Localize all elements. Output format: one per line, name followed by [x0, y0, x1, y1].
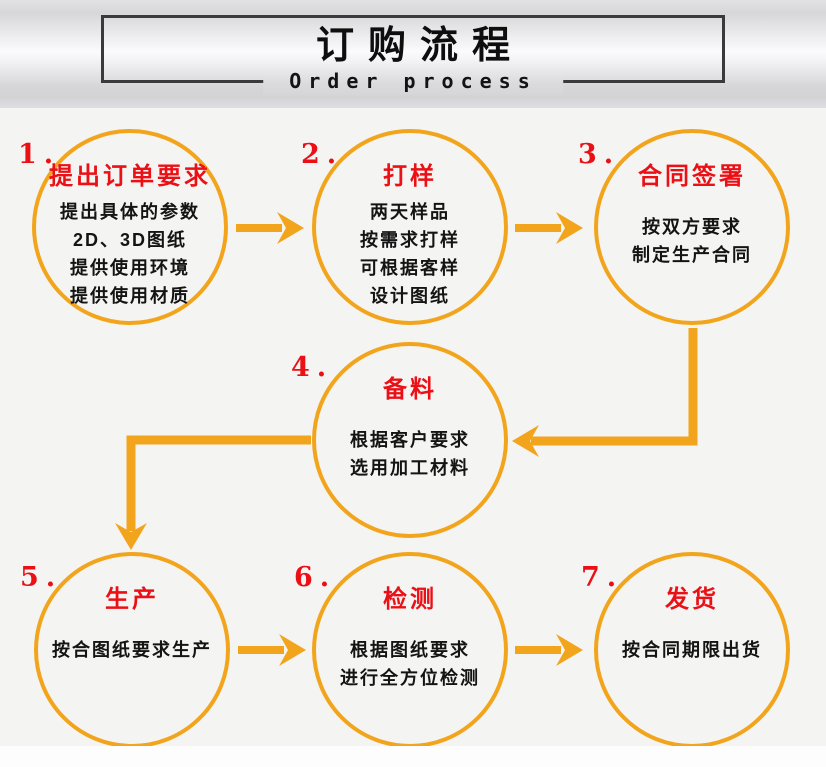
step-line: 进行全方位检测 — [340, 668, 480, 688]
header-band: 订购流程 Order process — [0, 0, 826, 108]
step-circle-production: 生产 按合图纸要求生产 — [34, 552, 230, 748]
step-line: 按双方要求 — [642, 217, 742, 237]
step-number-6: 6. — [294, 562, 337, 593]
page-title: 订购流程 — [315, 25, 524, 67]
step-line: 两天样品 — [370, 202, 450, 222]
step-title: 检测 — [383, 586, 437, 613]
title-box: 订购流程 Order process — [101, 15, 725, 96]
step-line: 按合同期限出货 — [622, 640, 762, 660]
step-number-2: 2. — [301, 139, 344, 170]
step-line: 提供使用环境 — [70, 258, 190, 278]
step-line: 设计图纸 — [370, 286, 450, 306]
step-circle-shipment: 发货 按合同期限出货 — [594, 552, 790, 748]
step-line: 可根据客样 — [360, 258, 460, 278]
step-line: 选用加工材料 — [350, 458, 470, 478]
step-body: 根据图纸要求 进行全方位检测 — [316, 636, 504, 692]
elbow-arrow-icon-3-4 — [512, 328, 698, 457]
step-line: 按需求打样 — [360, 230, 460, 250]
step-body: 按双方要求 制定生产合同 — [598, 213, 786, 269]
step-line: 根据客户要求 — [350, 430, 470, 450]
step-circle-contract: 合同签署 按双方要求 制定生产合同 — [594, 129, 790, 325]
step-number-3: 3. — [578, 139, 621, 170]
step-body: 按合图纸要求生产 — [38, 636, 226, 664]
step-title: 合同签署 — [638, 163, 746, 190]
step-body: 根据客户要求 选用加工材料 — [316, 426, 504, 482]
step-body: 提出具体的参数 2D、3D图纸 提供使用环境 提供使用材质 — [36, 198, 224, 310]
elbow-arrow-icon-4-5 — [115, 435, 311, 550]
step-circle-material-prep: 备料 根据客户要求 选用加工材料 — [312, 342, 508, 538]
step-line: 2D、3D图纸 — [72, 230, 188, 250]
step-line: 提出具体的参数 — [60, 202, 200, 222]
arrow-right-icon-2-3 — [515, 212, 583, 244]
step-number-7: 7. — [581, 562, 624, 593]
step-title: 提出订单要求 — [49, 163, 211, 190]
step-line: 按合图纸要求生产 — [52, 640, 212, 660]
step-number-5: 5. — [20, 562, 63, 593]
step-title: 发货 — [665, 586, 719, 613]
step-line: 提供使用材质 — [70, 286, 190, 306]
step-title: 备料 — [383, 376, 437, 403]
arrow-right-icon-5-6 — [238, 634, 306, 666]
step-number-4: 4. — [291, 352, 334, 383]
step-body: 按合同期限出货 — [598, 636, 786, 664]
step-title: 打样 — [383, 163, 437, 190]
step-title: 生产 — [105, 586, 159, 613]
page-subtitle: Order process — [263, 68, 563, 96]
step-circle-inspection: 检测 根据图纸要求 进行全方位检测 — [312, 552, 508, 748]
step-circle-sampling: 打样 两天样品 按需求打样 可根据客样 设计图纸 — [312, 129, 508, 325]
step-line: 根据图纸要求 — [350, 640, 470, 660]
step-line: 制定生产合同 — [632, 245, 752, 265]
step-number-1: 1. — [18, 139, 61, 170]
arrow-right-icon-1-2 — [236, 212, 304, 244]
bottom-strip — [0, 746, 826, 767]
step-circle-order-request: 提出订单要求 提出具体的参数 2D、3D图纸 提供使用环境 提供使用材质 — [32, 129, 228, 325]
step-body: 两天样品 按需求打样 可根据客样 设计图纸 — [316, 198, 504, 310]
arrow-right-icon-6-7 — [515, 634, 583, 666]
